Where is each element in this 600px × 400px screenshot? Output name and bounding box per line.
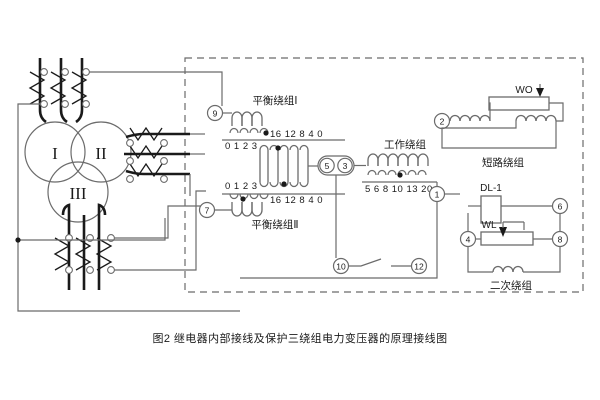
rheostat-wl-label: WL <box>482 220 497 231</box>
winding-label-2: II <box>95 144 107 163</box>
terminal-9[interactable] <box>206 104 224 122</box>
rheostat-wo-label: WO <box>515 85 532 96</box>
secondary-wires <box>467 205 561 273</box>
bw1-coil-lower <box>229 127 269 134</box>
right-ct-terminals <box>126 139 168 183</box>
bw1-taps-lower: 0 1 2 3 <box>225 141 258 152</box>
balance-winding-1: 平衡绕组Ⅰ 9 0 1 2 3 16 12 8 4 0 <box>206 94 345 152</box>
bottom-bus-bars <box>61 203 107 290</box>
relay-contact: 10 12 <box>332 257 428 275</box>
balance-winding-2-label: 平衡绕组Ⅱ <box>251 218 298 231</box>
balance-winding-2: 0 1 2 3 16 12 8 4 0 7 平衡绕组Ⅱ <box>198 181 345 231</box>
scw-coil-right <box>515 114 557 122</box>
terminal-5-label: 5 <box>325 161 330 171</box>
bottom-ct-zigzags <box>53 237 113 271</box>
bw2-taps-lower: 16 12 8 4 0 <box>270 195 323 206</box>
terminal-7-label: 7 <box>205 206 210 216</box>
secondary-winding: DL-1 WL 6 8 4 <box>444 183 569 292</box>
ww-tap-point <box>397 172 403 178</box>
terminal-10[interactable] <box>332 257 350 275</box>
mid-coil-verticals <box>259 150 309 182</box>
terminal-5[interactable] <box>319 157 335 174</box>
mid-tap-point-lower <box>281 181 287 187</box>
dl1-coil-body[interactable] <box>480 195 502 224</box>
bw2-coil-lower <box>231 202 263 217</box>
scw-wires <box>441 102 564 149</box>
scw-coil-left <box>449 114 491 122</box>
wl-arrow-head <box>499 227 507 237</box>
top-bus-bars <box>38 58 84 124</box>
terminal-9-label: 9 <box>213 109 218 119</box>
terminal-8[interactable] <box>551 230 569 248</box>
top-ct-zigzags <box>28 71 88 105</box>
winding-label-3: III <box>70 184 87 203</box>
mid-terminal-capsule: 5 3 <box>317 155 366 258</box>
bw2-taps-upper: 0 1 2 3 <box>225 181 258 192</box>
right-ct-zigzags <box>129 126 163 178</box>
winding-label-1: I <box>52 144 58 163</box>
middle-coil <box>259 144 320 188</box>
contact-blade[interactable] <box>349 258 382 267</box>
rheostat-wo-body[interactable] <box>488 96 550 111</box>
short-circuit-winding-label: 短路绕组 <box>482 156 524 169</box>
terminal-3-label: 3 <box>343 161 348 171</box>
bw2-tap-point <box>240 196 246 202</box>
terminal-10-label: 10 <box>336 262 346 272</box>
mid-coil-upper <box>259 144 309 151</box>
figure-caption: 图2 继电器内部接线及保护三绕组电力变压器的原理接线图 <box>152 333 448 345</box>
terminal-7[interactable] <box>198 201 216 219</box>
dl1-label: DL-1 <box>480 183 502 194</box>
terminal-2-label: 2 <box>440 117 445 127</box>
working-winding: 工作绕组 5 6 8 10 13 20 1 <box>240 138 446 279</box>
ww-coil-lower <box>367 169 427 176</box>
terminal-6-label: 6 <box>558 202 563 212</box>
bottom-ct-terminals <box>65 234 115 274</box>
ww-coil-upper <box>367 153 429 166</box>
terminal-4-label: 4 <box>466 235 471 245</box>
terminal-1-label: 1 <box>435 190 440 200</box>
ww-taps: 5 6 8 10 13 20 <box>365 184 433 195</box>
bw2-coil-upper <box>229 193 269 200</box>
wo-arrow-head <box>536 88 544 97</box>
bw1-tap-point <box>263 130 269 136</box>
ww-return-wire <box>240 202 438 279</box>
bw1-coil-upper <box>231 111 263 126</box>
terminal-12-label: 12 <box>414 262 424 272</box>
balance-winding-1-label: 平衡绕组Ⅰ <box>252 94 297 107</box>
secondary-winding-label: 二次绕组 <box>490 279 532 292</box>
secondary-coil <box>492 265 524 273</box>
terminal-3[interactable] <box>337 157 353 174</box>
top-ct-terminals <box>40 68 90 108</box>
power-transformer: I II III <box>24 58 190 290</box>
terminal-8-label: 8 <box>558 235 563 245</box>
terminal-12[interactable] <box>410 257 428 275</box>
wiring <box>15 71 240 312</box>
bw1-taps-upper: 16 12 8 4 0 <box>270 129 323 140</box>
mid-tap-point-upper <box>275 145 281 151</box>
terminal-6[interactable] <box>551 197 569 215</box>
working-winding-label: 工作绕组 <box>384 138 426 151</box>
winding-circles <box>24 121 132 223</box>
rheostat-wl-body[interactable] <box>480 231 534 246</box>
short-circuit-winding: 2 WO <box>433 84 564 169</box>
